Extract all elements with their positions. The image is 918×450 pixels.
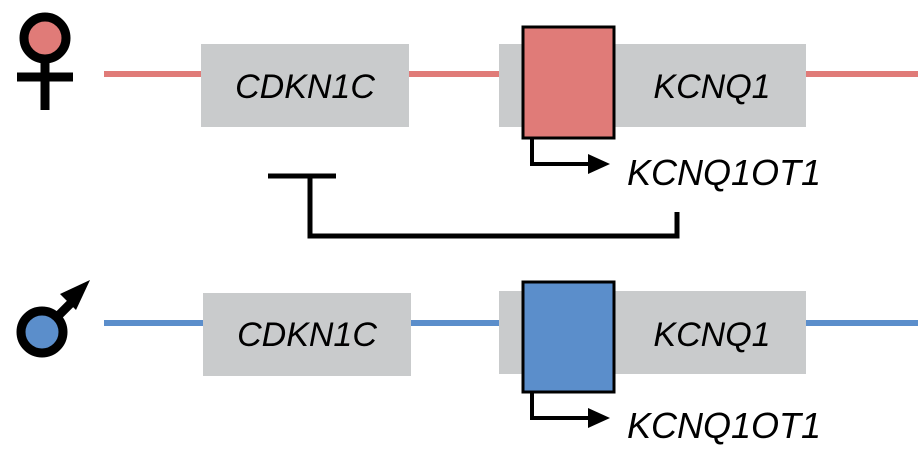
female-symbol-icon xyxy=(17,12,73,110)
male-symbol-icon xyxy=(16,280,90,358)
maternal-row: CDKN1C KCNQ1 KCNQ1OT1 xyxy=(17,12,918,193)
paternal-kcnq1-label: KCNQ1 xyxy=(653,316,770,354)
paternal-transcript-label: KCNQ1OT1 xyxy=(627,405,821,445)
paternal-cdkn1c-box xyxy=(203,293,411,376)
repression-connector xyxy=(268,173,680,239)
paternal-tss-arrow xyxy=(530,392,610,428)
maternal-kcnq1-label: KCNQ1 xyxy=(653,68,770,106)
paternal-cdkn1c-label: CDKN1C xyxy=(237,316,377,354)
maternal-cdkn1c-box xyxy=(201,44,409,127)
maternal-icr-box xyxy=(521,25,616,140)
paternal-row: CDKN1C KCNQ1 KCNQ1OT1 xyxy=(16,280,918,446)
maternal-transcript-label: KCNQ1OT1 xyxy=(627,152,821,193)
maternal-tss-arrow xyxy=(530,138,610,174)
maternal-cdkn1c-label: CDKN1C xyxy=(235,68,375,106)
inhibition-line xyxy=(307,176,680,239)
paternal-icr-box xyxy=(521,280,616,394)
